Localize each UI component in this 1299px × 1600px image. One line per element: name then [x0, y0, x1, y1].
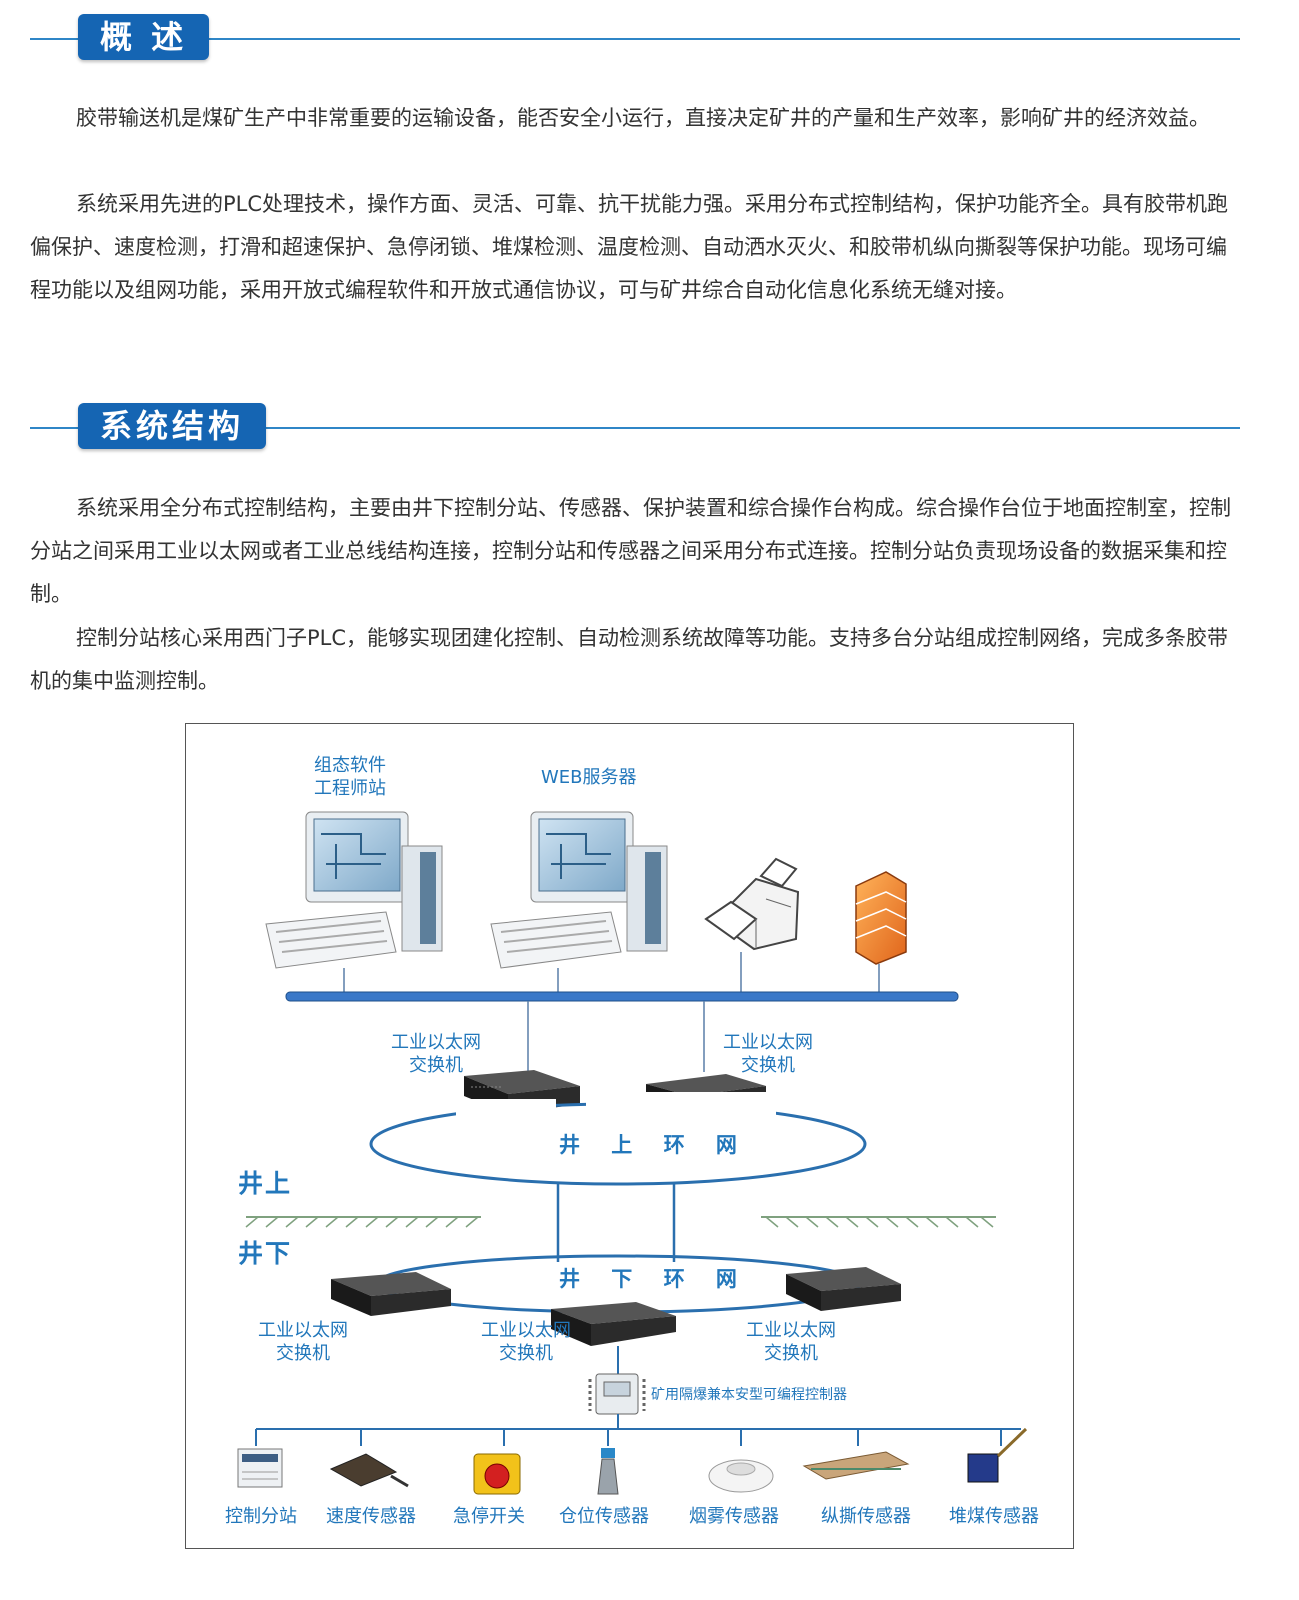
computer-icon: [265, 811, 443, 969]
sensor-label-coal: 堆煤传感器: [949, 1506, 1039, 1527]
system-architecture-diagram: 组态软件 工程师站 WEB服务器 工业以太网 交换机 工业以太网 交换机 井 上…: [185, 723, 1074, 1549]
switch-label-bottom-middle: 工业以太网 交换机: [481, 1319, 571, 1365]
label-line: 交换机: [499, 1343, 553, 1364]
sensor-label-smoke: 烟雾传感器: [689, 1506, 779, 1527]
controller-icon: [588, 1373, 646, 1415]
plc-icon: [237, 1448, 283, 1488]
label-line: 交换机: [409, 1055, 463, 1076]
label-line: 工业以太网: [746, 1320, 836, 1341]
upper-ring-label: 井 上 环 网: [559, 1133, 749, 1157]
switch-icon: [786, 1267, 901, 1311]
sensor-label-tear: 纵撕传感器: [821, 1506, 911, 1527]
controller-label: 矿用隔爆兼本安型可编程控制器: [651, 1387, 847, 1403]
diagram-graphics: [237, 811, 1028, 1495]
structure-paragraph-1: 系统采用全分布式控制结构，主要由井下控制分站、传感器、保护装置和综合操作台构成。…: [30, 496, 1231, 606]
switch-label-top-left: 工业以太网 交换机: [391, 1031, 481, 1077]
label-line: 工业以太网: [481, 1320, 571, 1341]
overview-paragraph-1: 胶带输送机是煤矿生产中非常重要的运输设备，能否安全小运行，直接决定矿井的产量和生…: [76, 106, 1210, 130]
label-line: 交换机: [741, 1055, 795, 1076]
switch-icon: [331, 1272, 451, 1316]
label-line: 工程师站: [314, 778, 386, 799]
web-server-label: WEB服务器: [541, 767, 637, 788]
section-header-structure: 系统结构: [30, 403, 1240, 453]
printer-icon: [704, 857, 800, 951]
tear-sensor-icon: [802, 1451, 910, 1480]
sensor-label-level: 仓位传感器: [559, 1506, 649, 1527]
label-line: 组态软件: [314, 755, 386, 776]
switch-label-bottom-right: 工业以太网 交换机: [746, 1319, 836, 1365]
section-rule: [30, 38, 1240, 40]
switch-icon: [551, 1302, 676, 1346]
coal-sensor-icon: [967, 1427, 1028, 1483]
switch-label-top-right: 工业以太网 交换机: [723, 1031, 813, 1077]
engineer-station-label: 组态软件 工程师站: [314, 754, 386, 800]
label-line: 工业以太网: [258, 1320, 348, 1341]
overview-paragraph-2: 系统采用先进的PLC处理技术，操作方面、灵活、可靠、抗干扰能力强。采用分布式控制…: [30, 192, 1229, 302]
firewall-icon: [855, 871, 907, 965]
switch-label-bottom-left: 工业以太网 交换机: [258, 1319, 348, 1365]
label-line: 工业以太网: [391, 1032, 481, 1053]
underground-label: 井下: [238, 1239, 293, 1268]
sensor-label-speed: 速度传感器: [326, 1506, 416, 1527]
section-header-overview: 概 述: [30, 14, 1240, 64]
computer-icon: [490, 811, 668, 969]
label-line: 交换机: [764, 1343, 818, 1364]
smoke-sensor-icon: [708, 1459, 774, 1493]
ground-line: [245, 1216, 996, 1228]
emergency-stop-icon: [473, 1453, 521, 1495]
lower-ring-label: 井 下 环 网: [559, 1267, 749, 1291]
speed-sensor-icon: [329, 1453, 409, 1488]
section-title-overview: 概 述: [78, 14, 210, 60]
label-line: 工业以太网: [723, 1032, 813, 1053]
level-sensor-icon: [597, 1448, 619, 1495]
label-line: 交换机: [276, 1343, 330, 1364]
above-ground-label: 井上: [238, 1169, 293, 1198]
sensor-label-emergency-stop: 急停开关: [453, 1506, 525, 1527]
section-rule: [30, 427, 1240, 429]
section-title-structure: 系统结构: [78, 403, 267, 449]
sensor-label-substation: 控制分站: [225, 1506, 297, 1527]
ethernet-bus: [285, 991, 959, 1002]
structure-paragraph-2: 控制分站核心采用西门子PLC，能够实现团建化控制、自动检测系统故障等功能。支持多…: [30, 626, 1229, 693]
